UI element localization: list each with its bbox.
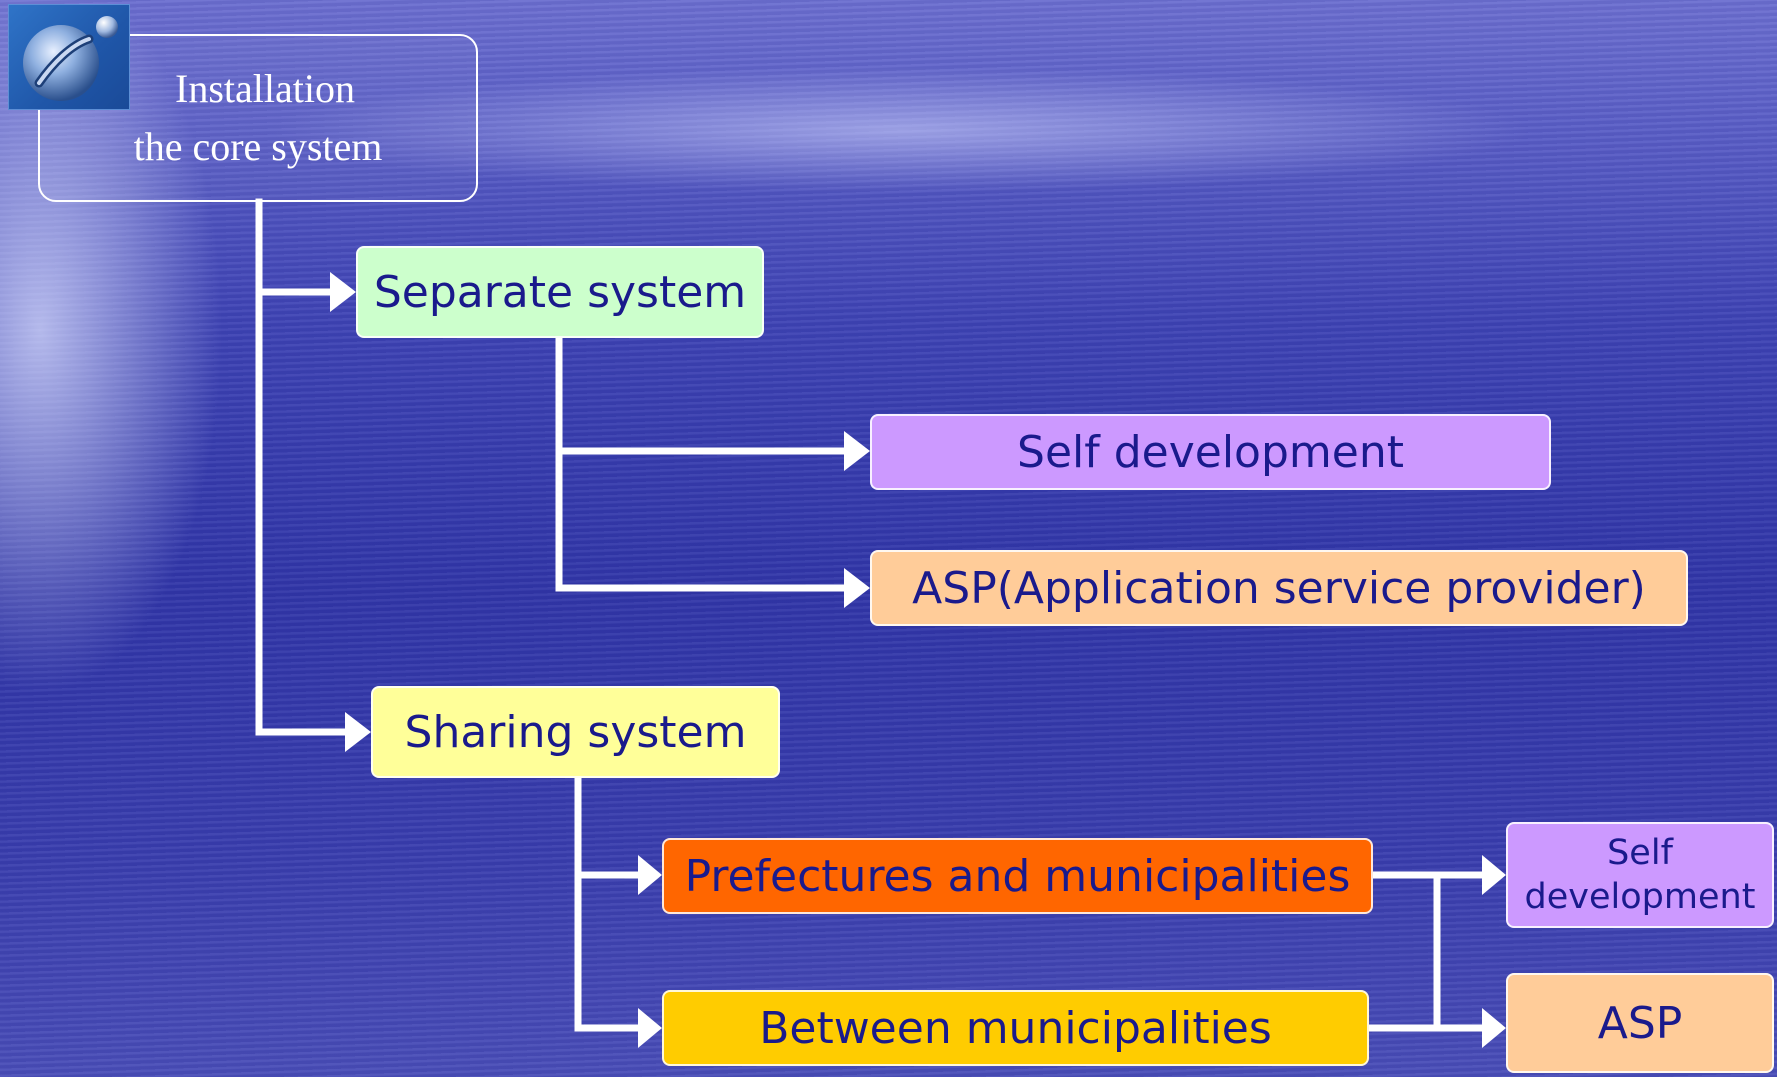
separate-self-development-label: Self development (1017, 426, 1404, 478)
separate-asp-label: ASP(Application service provider) (912, 562, 1646, 614)
between-municipalities-label: Between municipalities (759, 1002, 1272, 1054)
separate-asp-node: ASP(Application service provider) (870, 550, 1688, 626)
arrowhead-between (638, 1008, 662, 1048)
sharing-system-node: Sharing system (371, 686, 780, 778)
prefectures-municipalities-label: Prefectures and municipalities (684, 850, 1351, 902)
shared-asp-node: ASP (1506, 973, 1774, 1073)
prefectures-municipalities-node: Prefectures and municipalities (662, 838, 1373, 914)
arrowhead-sharing (345, 712, 371, 752)
arrowhead-asp (844, 568, 870, 608)
separate-system-label: Separate system (373, 266, 747, 318)
shared-asp-label: ASP (1597, 997, 1683, 1049)
separate-system-node: Separate system (356, 246, 764, 338)
arrowhead-prefectures (638, 855, 662, 895)
stylized-bubble-logo-icon (8, 4, 130, 110)
arrowhead-separate (330, 272, 356, 312)
root-title-line1: Installation (175, 66, 355, 111)
arrowhead-shared-self (1482, 855, 1506, 895)
root-title-line2: the core system (133, 124, 383, 169)
separate-self-development-node: Self development (870, 414, 1551, 490)
shared-self-development-node: Self development (1506, 822, 1774, 928)
arrowhead-self-development (844, 431, 870, 471)
shared-self-development-line2: development (1524, 877, 1756, 917)
arrowhead-shared-asp (1482, 1008, 1506, 1048)
shared-self-development-line1: Self (1607, 833, 1673, 873)
between-municipalities-node: Between municipalities (662, 990, 1369, 1066)
sharing-system-label: Sharing system (404, 706, 747, 758)
